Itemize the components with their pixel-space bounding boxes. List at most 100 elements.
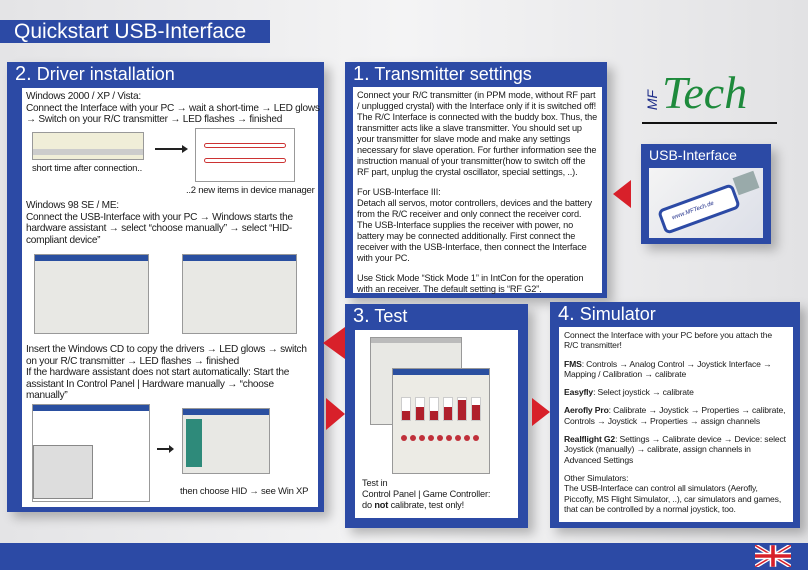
- xp-heading: Windows 2000 / XP / Vista:: [26, 91, 141, 102]
- test-line3-bold: not: [374, 500, 389, 510]
- cd-section: Insert the Windows CD to copy the driver…: [26, 344, 317, 402]
- test-line2: Control Panel | Game Controller:: [362, 489, 491, 499]
- usb-interface-box: USB-Interface www.MFTech.de: [641, 144, 771, 244]
- arrow-head-icon: [169, 445, 174, 453]
- transmitter-content: Connect your R/C transmitter (in PPM mod…: [353, 87, 602, 294]
- simulator-intro: Connect the Interface with your PC befor…: [564, 330, 773, 351]
- axis-bar: [401, 397, 411, 421]
- xp-line2: → Switch on your R/C transmitter → LED f…: [26, 114, 283, 126]
- xp-line1: Connect the Interface with your PC → wai…: [26, 102, 320, 114]
- simulator-realflight: Realflight G2: Settings → Calibrate devi…: [564, 434, 788, 465]
- section-number: 4.: [558, 303, 575, 325]
- driver-content: Windows 2000 / XP / Vista: Connect the I…: [22, 88, 320, 507]
- transmitter-settings-panel: 1. Transmitter settings Connect your R/C…: [345, 62, 607, 298]
- button-indicator: [419, 435, 425, 441]
- test-content: Test in Control Panel | Game Controller:…: [355, 330, 518, 518]
- w98-text: Connect the USB-Interface with your PC →…: [26, 211, 293, 246]
- controller-properties-screenshot: [392, 368, 490, 474]
- hid-select-screenshot: [182, 408, 270, 474]
- axis-bar-fill: [430, 411, 438, 420]
- arrow-right-icon: [532, 398, 550, 426]
- test-line1: Test in: [362, 478, 388, 488]
- arrow-right-icon: [157, 448, 171, 450]
- sim-steps: : Settings → Calibrate device → Device: …: [564, 434, 786, 465]
- sim-steps: : Calibrate → Joystick → Properties → ca…: [564, 405, 786, 426]
- w98-heading: Windows 98 SE / ME:: [26, 200, 119, 211]
- section-title: Simulator: [579, 304, 656, 324]
- transmitter-p1: Connect your R/C transmitter (in PPM mod…: [357, 90, 598, 177]
- axis-bar-fill: [458, 400, 466, 420]
- arrow-head-icon: [182, 145, 188, 153]
- footer-bar: [0, 543, 808, 570]
- logo-tech: Tech: [662, 67, 748, 118]
- transmitter-p3: Use Stick Mode “Stick Mode 1” in IntCon …: [357, 273, 584, 294]
- test-line3-pre: do: [362, 500, 375, 510]
- axis-bar-fill: [444, 406, 452, 420]
- simulator-panel: 4. Simulator Connect the Interface with …: [550, 302, 800, 528]
- test-line3: do not calibrate, test only!: [362, 500, 490, 511]
- sim-steps: : Select joystick → calibrate: [593, 387, 694, 398]
- test-panel: 3. Test Test in Control Panel | Game Con…: [345, 304, 528, 528]
- axis-bar-fill: [416, 406, 424, 420]
- xp-section: Windows 2000 / XP / Vista: Connect the I…: [26, 91, 320, 126]
- page-title: Quickstart USB-Interface: [0, 20, 270, 43]
- simulator-content: Connect the Interface with your PC befor…: [559, 327, 793, 522]
- other-sim-heading: Other Simulators:: [564, 472, 629, 483]
- section-number: 1.: [353, 63, 370, 85]
- simulator-aerofly: Aerofly Pro: Calibrate → Joystick → Prop…: [564, 405, 788, 426]
- axis-bar: [429, 397, 439, 421]
- button-indicator: [428, 435, 434, 441]
- transmitter-p2-heading: For USB-Interface III:: [357, 187, 441, 197]
- axis-bar: [415, 397, 425, 421]
- section-number: 3.: [353, 305, 370, 327]
- section-number: 2.: [15, 63, 32, 85]
- other-sim-text: The USB-Interface can control all simula…: [564, 483, 782, 514]
- axis-bar: [457, 397, 467, 421]
- axis-bar: [443, 397, 453, 421]
- button-indicator: [473, 435, 479, 441]
- hardware-assistant-screenshot-2: [182, 254, 297, 334]
- sim-name: FMS: [564, 358, 582, 369]
- logo-mf: MF: [644, 89, 661, 111]
- sim-steps: : Controls → Analog Control → Joystick I…: [564, 358, 772, 379]
- simulator-title: 4. Simulator: [550, 302, 800, 326]
- cd-text: Insert the Windows CD to copy the driver…: [26, 344, 307, 367]
- assistant-text: If the hardware assistant does not start…: [26, 367, 290, 402]
- driver-installation-panel: 2. Driver installation Windows 2000 / XP…: [7, 62, 324, 512]
- hardware-assistant-screenshot-1: [34, 254, 149, 334]
- arrow-right-icon: [155, 148, 185, 150]
- simulator-easyfly: Easyfly: Select joystick → calibrate: [564, 387, 788, 397]
- uk-flag-icon: [755, 545, 791, 567]
- xp-caption-left: short time after connection..: [32, 163, 142, 174]
- new-hardware-screenshot: [32, 132, 144, 160]
- axis-bar: [471, 397, 481, 421]
- transmitter-p2: Detach all servos, motor controllers, de…: [357, 198, 592, 263]
- driver-title: 2. Driver installation: [7, 62, 324, 86]
- transmitter-title: 1. Transmitter settings: [345, 62, 607, 86]
- usb-stick-image: www.MFTech.de: [649, 168, 763, 238]
- arrow-right-icon: [326, 398, 345, 430]
- test-line3-post: calibrate, test only!: [388, 500, 465, 510]
- button-indicator: [410, 435, 416, 441]
- section-title: Transmitter settings: [374, 64, 532, 84]
- sim-name: Easyfly: [564, 387, 594, 398]
- mftech-logo: MF Tech: [642, 67, 777, 124]
- sim-name: Aerofly Pro: [564, 405, 609, 416]
- simulator-fms: FMS: Controls → Analog Control → Joystic…: [564, 359, 788, 380]
- button-indicator: [446, 435, 452, 441]
- axis-bars: [401, 397, 485, 421]
- usb-interface-title: USB-Interface: [649, 147, 737, 163]
- button-indicator: [437, 435, 443, 441]
- section-title: Driver installation: [36, 64, 175, 84]
- arrow-left-icon: [613, 180, 631, 208]
- test-caption: Test in Control Panel | Game Controller:…: [362, 478, 490, 511]
- button-indicator: [401, 435, 407, 441]
- device-manager-screenshot: [195, 128, 295, 182]
- axis-bar-fill: [402, 411, 410, 420]
- test-title: 3. Test: [345, 304, 528, 328]
- control-panel-screenshot: [32, 404, 150, 502]
- w98-section: Windows 98 SE / ME: Connect the USB-Inte…: [26, 200, 316, 246]
- arrow-left-icon: [323, 327, 345, 359]
- sim-name: Realflight G2: [564, 434, 616, 445]
- button-indicator: [455, 435, 461, 441]
